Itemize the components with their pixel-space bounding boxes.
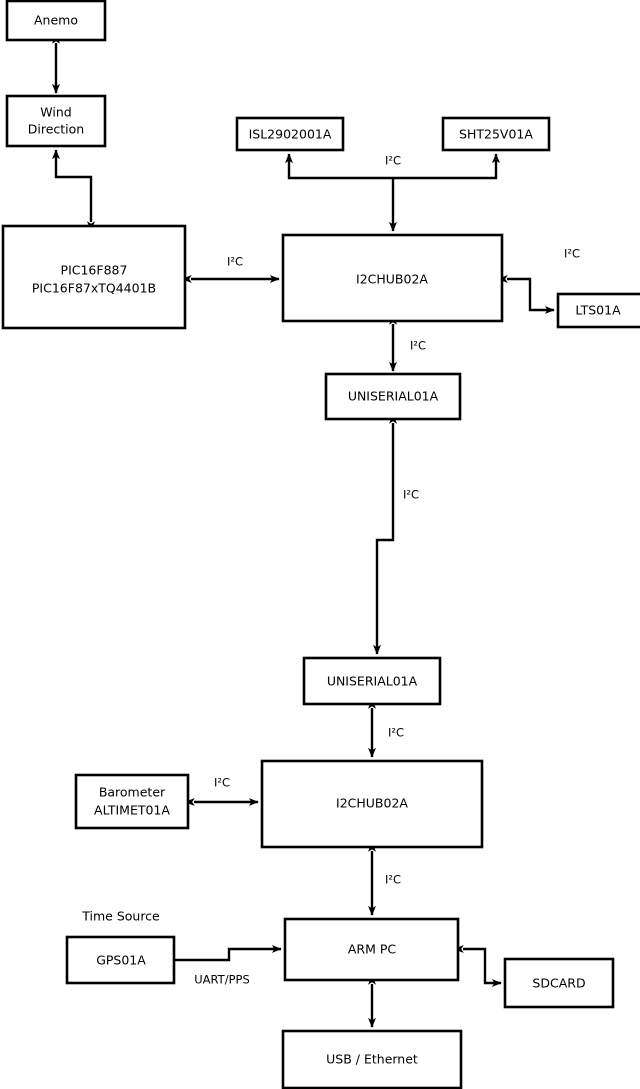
node-lts01a-box[interactable] (556, 292, 640, 329)
node-anemo[interactable]: Anemo (5, 0, 107, 42)
edge-label-i2c-uniserial-hub2: I²C (388, 726, 404, 740)
edge-label-i2c-top-bus: I²C (385, 154, 401, 168)
node-arm-pc-label: ARM PC (348, 942, 397, 957)
node-pic-microcontroller-box[interactable] (1, 224, 187, 330)
connector-gps01a-to-arm-pc (174, 945, 282, 962)
node-pic-microcontroller[interactable]: PIC16F887 PIC16F87xTQ4401B (1, 224, 187, 330)
connector-hub-to-sht25v01a (393, 153, 500, 180)
node-sdcard-label: SDCARD (532, 976, 585, 991)
node-barometer-altimet01a-label-line1: Barometer (99, 785, 166, 800)
connections-layer (52, 33, 555, 1028)
edge-label-i2c-hub-uniserial: I²C (410, 339, 426, 353)
node-i2chub02a-bottom-label: I2CHUB02A (336, 796, 408, 811)
node-barometer-altimet01a-box[interactable] (74, 773, 190, 830)
node-i2chub02a-top[interactable]: I2CHUB02A (281, 233, 504, 323)
node-lts01a[interactable]: LTS01A (556, 292, 640, 329)
node-wind-direction-label-line2: Direction (28, 122, 84, 137)
node-anemo-label: Anemo (34, 13, 78, 28)
edge-label-i2c-barometer-hub2: I²C (214, 776, 230, 790)
node-sdcard-box[interactable] (503, 957, 615, 1009)
edge-labels-layer: I²C I²C I²C I²C I²C I²C I²C I²C UART/PPS (194, 154, 580, 987)
node-pic-microcontroller-label-line2: PIC16F87xTQ4401B (32, 281, 156, 296)
edge-label-uart-pps: UART/PPS (194, 973, 250, 987)
node-uniserial01a-bottom[interactable]: UNISERIAL01A (302, 656, 442, 706)
node-sdcard[interactable]: SDCARD (503, 957, 615, 1009)
node-usb-ethernet-box[interactable] (281, 1029, 463, 1089)
label-time-source: Time Source (81, 909, 160, 924)
node-lts01a-label: LTS01A (575, 303, 621, 318)
node-arm-pc[interactable]: ARM PC (283, 917, 460, 982)
edge-label-i2c-uniserial-uniserial: I²C (403, 488, 419, 502)
node-isl2902001a-label: ISL2902001A (249, 127, 332, 142)
edge-label-i2c-hub-lts: I²C (564, 247, 580, 261)
node-arm-pc-box[interactable] (283, 917, 460, 982)
edge-label-i2c-pic-hub: I²C (227, 255, 243, 269)
node-i2chub02a-bottom[interactable]: I2CHUB02A (260, 759, 484, 849)
node-usb-ethernet[interactable]: USB / Ethernet (281, 1029, 463, 1089)
node-i2chub02a-top-label: I2CHUB02A (356, 272, 428, 287)
node-pic-microcontroller-label-line1: PIC16F887 (61, 263, 128, 278)
node-wind-direction-label-line1: Wind (40, 105, 71, 120)
node-uniserial01a-top-label: UNISERIAL01A (348, 389, 439, 404)
node-gps01a-label: GPS01A (96, 953, 146, 968)
node-uniserial01a-top-box[interactable] (324, 372, 462, 421)
node-gps01a-box[interactable] (65, 935, 176, 985)
node-anemo-box[interactable] (5, 0, 107, 42)
node-barometer-altimet01a[interactable]: Barometer ALTIMET01A (74, 773, 190, 830)
free-labels-layer: Time Source (81, 909, 160, 924)
node-isl2902001a[interactable]: ISL2902001A (235, 116, 345, 152)
node-sht25v01a-label: SHT25V01A (459, 127, 533, 142)
node-i2chub02a-bottom-box[interactable] (260, 759, 484, 849)
node-wind-direction[interactable]: Wind Direction (5, 94, 107, 148)
connector-i2chub02a-top-to-lts01a (497, 275, 555, 314)
node-sht25v01a-box[interactable] (441, 116, 551, 152)
connector-pic-wind-direction (52, 149, 95, 232)
node-gps01a[interactable]: GPS01A (65, 935, 176, 985)
connector-hub-to-isl2902001a (285, 153, 393, 180)
node-i2chub02a-top-box[interactable] (281, 233, 504, 323)
node-usb-ethernet-label: USB / Ethernet (326, 1052, 418, 1067)
node-uniserial01a-top[interactable]: UNISERIAL01A (324, 372, 462, 421)
node-barometer-altimet01a-label-line2: ALTIMET01A (94, 803, 170, 818)
node-sht25v01a[interactable]: SHT25V01A (441, 116, 551, 152)
connector-uniserial-top-to-uniserial-bottom (373, 413, 397, 655)
node-uniserial01a-bottom-label: UNISERIAL01A (327, 674, 418, 689)
edge-label-i2c-hub2-armpc: I²C (385, 873, 401, 887)
connector-arm-pc-to-sdcard (453, 945, 502, 987)
node-uniserial01a-bottom-box[interactable] (302, 656, 442, 706)
node-isl2902001a-box[interactable] (235, 116, 345, 152)
node-wind-direction-box[interactable] (5, 94, 107, 148)
